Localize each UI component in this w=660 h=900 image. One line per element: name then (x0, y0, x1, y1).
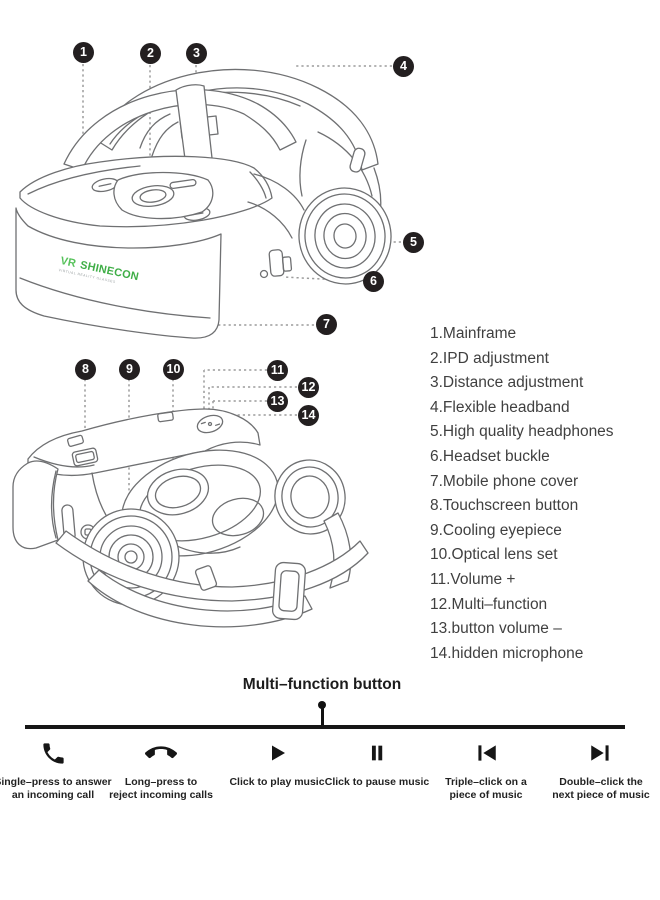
callout-2: 2 (140, 43, 161, 64)
parts-list-item: 14.hidden microphone (430, 644, 584, 662)
parts-list-item: 11.Volume + (430, 570, 516, 588)
media-action-label: Long–press to reject incoming calls (109, 776, 213, 801)
parts-list-item: 5.High quality headphones (430, 423, 614, 441)
headphone-cup-right-rear (274, 459, 346, 535)
callout-1: 1 (73, 42, 94, 63)
parts-list-item: 8.Touchscreen button (430, 497, 579, 515)
media-action-label: Double–click the next piece of music (552, 776, 650, 801)
callout-5: 5 (403, 232, 424, 253)
next-track-icon (588, 738, 614, 768)
callout-12: 12 (298, 377, 319, 398)
media-action-next: Double–click the next piece of music (542, 738, 660, 802)
touchscreen-button (71, 447, 99, 467)
parts-list-item: 12.Multi–function (430, 595, 548, 613)
multi-function-button-cluster (196, 414, 224, 434)
media-action-label: Triple–click on a piece of music (445, 776, 527, 801)
callout-10: 10 (163, 359, 184, 380)
media-action-play: Click to play music (221, 738, 333, 789)
headphone-cup-right (298, 131, 392, 285)
reject-call-icon (145, 738, 177, 768)
parts-list-item: 13.button volume – (430, 620, 562, 638)
media-action-pause: Click to pause music (317, 738, 437, 789)
parts-list-item: 3.Distance adjustment (430, 374, 584, 392)
media-action-label: Click to pause music (324, 776, 430, 788)
answer-call-icon (40, 738, 67, 768)
parts-list-item: 1.Mainframe (430, 325, 517, 342)
headset-rear-illustration (12, 369, 369, 628)
parts-list-item: 10.Optical lens set (430, 546, 558, 564)
parts-list-item: 7.Mobile phone cover (430, 472, 579, 490)
callout-8: 8 (75, 359, 96, 380)
parts-list-item: 9.Cooling eyepiece (430, 521, 562, 539)
headset-front-illustration (15, 64, 401, 339)
parts-list-item: 2.IPD adjustment (430, 349, 549, 367)
callout-4: 4 (393, 56, 414, 77)
pointer-pin-dot (318, 701, 326, 709)
pause-icon (366, 738, 388, 768)
distance-adjustment-dial (113, 171, 214, 220)
media-action-label: Single–press to answer an incoming call (0, 776, 112, 801)
media-action-previous: Triple–click on a piece of music (434, 738, 538, 802)
play-icon (265, 738, 289, 768)
callout-6: 6 (363, 271, 384, 292)
parts-list: 1.Mainframe 2.IPD adjustment 3.Distance … (430, 325, 614, 669)
media-action-answer: Single–press to answer an incoming call (0, 738, 112, 802)
headset-buckle (247, 173, 305, 279)
optical-lens-set (146, 468, 265, 537)
media-action-label: Click to play music (229, 776, 325, 788)
callout-11: 11 (267, 360, 288, 381)
callout-13: 13 (267, 391, 288, 412)
multifunction-title: Multi–function button (242, 676, 402, 693)
callout-14: 14 (298, 405, 319, 426)
media-action-reject: Long–press to reject incoming calls (105, 738, 217, 802)
head-straps (55, 512, 369, 628)
pointer-pin-stem (321, 706, 324, 726)
previous-track-icon (473, 738, 499, 768)
timeline-rule (25, 725, 625, 729)
parts-list-item: 4.Flexible headband (430, 398, 570, 416)
callout-9: 9 (119, 359, 140, 380)
callout-3: 3 (186, 43, 207, 64)
callout-7: 7 (316, 314, 337, 335)
parts-list-item: 6.Headset buckle (430, 447, 550, 465)
